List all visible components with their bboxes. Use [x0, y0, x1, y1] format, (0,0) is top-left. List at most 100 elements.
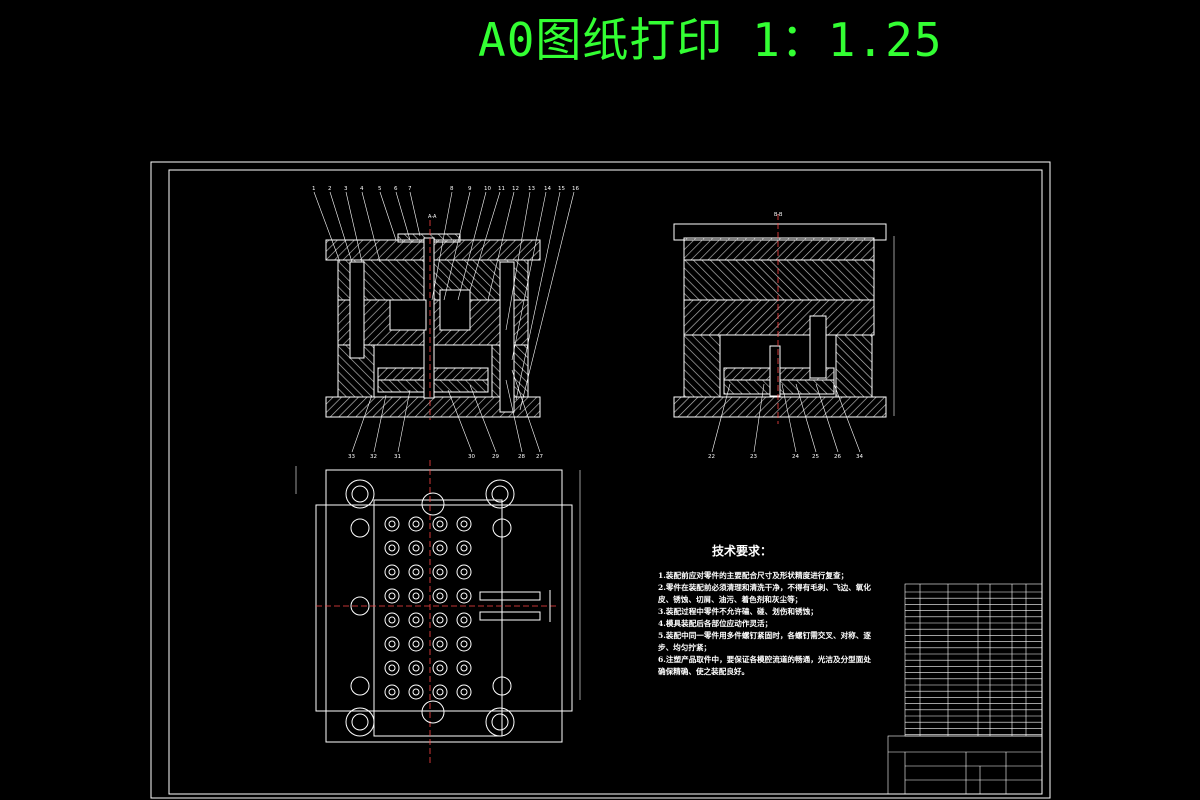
- parts-list-table: [904, 583, 1043, 737]
- callout-number: 28: [518, 454, 525, 460]
- callout-number: 6: [394, 186, 398, 192]
- cavity-hole: [432, 516, 448, 532]
- callout-number: 16: [572, 186, 579, 192]
- callout-number: 34: [856, 454, 863, 460]
- cavity-core: [388, 520, 396, 528]
- cavity-hole: [384, 516, 400, 532]
- cavity-hole: [408, 588, 424, 604]
- outer-frame: [150, 161, 1051, 799]
- cavity-core: [412, 544, 420, 552]
- cavity-hole: [432, 636, 448, 652]
- callout-number: 32: [370, 454, 377, 460]
- requirement-line: 4.模具装配后各部位应动作灵活；: [658, 619, 773, 628]
- callout-number: 27: [536, 454, 543, 460]
- cavity-core: [436, 688, 444, 696]
- callout-number: 23: [750, 454, 757, 460]
- callout-number: 10: [484, 186, 491, 192]
- cavity-core: [460, 592, 468, 600]
- cavity-core: [436, 592, 444, 600]
- requirement-line: 5.装配中同一零件用多件螺钉紧固时，各螺钉需交叉、对称、逐: [658, 631, 871, 640]
- cavity-core: [412, 664, 420, 672]
- requirement-line: 6.注塑产品取件中，要保证各模腔流道的畅通，光洁及分型面处: [658, 655, 871, 664]
- callout-number: 33: [348, 454, 355, 460]
- cavity-hole: [408, 612, 424, 628]
- cavity-hole: [456, 636, 472, 652]
- cavity-hole: [432, 564, 448, 580]
- cavity-hole: [432, 684, 448, 700]
- callout-number: 8: [450, 186, 454, 192]
- cavity-core: [436, 568, 444, 576]
- callout-number: 11: [498, 186, 505, 192]
- cavity-hole: [456, 564, 472, 580]
- cavity-hole: [408, 684, 424, 700]
- cavity-core: [388, 640, 396, 648]
- cavity-hole: [456, 516, 472, 532]
- callout-number: 3: [344, 186, 348, 192]
- cavity-core: [460, 640, 468, 648]
- cavity-hole: [432, 540, 448, 556]
- cavity-core: [460, 616, 468, 624]
- requirement-line: 皮、锈蚀、切屑、油污、着色剂和灰尘等；: [658, 595, 803, 604]
- cavity-core: [436, 544, 444, 552]
- cavity-core: [388, 616, 396, 624]
- cavity-core: [460, 688, 468, 696]
- cavity-hole: [408, 660, 424, 676]
- callout-number: 12: [512, 186, 519, 192]
- requirement-line: 1.装配前应对零件的主要配合尺寸及形状精度进行复查；: [658, 571, 849, 580]
- page-title: A0图纸打印 1：1.25: [478, 13, 943, 67]
- cavity-core: [388, 544, 396, 552]
- callout-number: 29: [492, 454, 499, 460]
- cavity-core: [412, 592, 420, 600]
- callout-number: 2: [328, 186, 332, 192]
- callout-number: 25: [812, 454, 819, 460]
- cavity-core: [412, 616, 420, 624]
- inner-frame: [168, 169, 1043, 795]
- cavity-hole: [384, 612, 400, 628]
- cavity-core: [436, 640, 444, 648]
- cavity-hole: [432, 588, 448, 604]
- callout-number: 26: [834, 454, 841, 460]
- callout-number: 13: [528, 186, 535, 192]
- cavity-hole: [384, 540, 400, 556]
- callout-number: 15: [558, 186, 565, 192]
- cavity-core: [436, 664, 444, 672]
- plan-view: [295, 460, 581, 765]
- cavity-core: [460, 520, 468, 528]
- cavity-core: [436, 616, 444, 624]
- callout-number: 1: [312, 186, 316, 192]
- requirement-line: 2.零件在装配前必须清理和清洗干净，不得有毛刺、飞边、氧化: [658, 583, 871, 592]
- technical-requirements-title: 技术要求：: [712, 544, 773, 558]
- requirement-line: 3.装配过程中零件不允许磕、碰、划伤和锈蚀；: [658, 607, 818, 616]
- cavity-hole: [456, 660, 472, 676]
- cavity-hole: [408, 564, 424, 580]
- requirement-line: 确保精确、使之装配良好。: [658, 667, 750, 676]
- callout-number: 9: [468, 186, 472, 192]
- callout-number: 5: [378, 186, 382, 192]
- title-block: [887, 735, 1043, 795]
- callout-number: 24: [792, 454, 799, 460]
- cavity-core: [388, 592, 396, 600]
- cavity-hole: [456, 684, 472, 700]
- cavity-core: [460, 568, 468, 576]
- cavity-hole: [384, 684, 400, 700]
- front-section-label: A-A: [428, 214, 437, 220]
- callout-number: 7: [408, 186, 412, 192]
- cavity-hole: [384, 564, 400, 580]
- cavity-core: [412, 688, 420, 696]
- cavity-core: [460, 664, 468, 672]
- cavity-core: [388, 568, 396, 576]
- cavity-hole: [408, 636, 424, 652]
- cavity-hole: [456, 540, 472, 556]
- cavity-hole: [432, 660, 448, 676]
- callout-number: 30: [468, 454, 475, 460]
- cavity-core: [460, 544, 468, 552]
- cavity-hole: [432, 612, 448, 628]
- callout-number: 4: [360, 186, 364, 192]
- cavity-core: [436, 520, 444, 528]
- side-section-view: [673, 214, 895, 453]
- cavity-core: [388, 688, 396, 696]
- cavity-core: [412, 640, 420, 648]
